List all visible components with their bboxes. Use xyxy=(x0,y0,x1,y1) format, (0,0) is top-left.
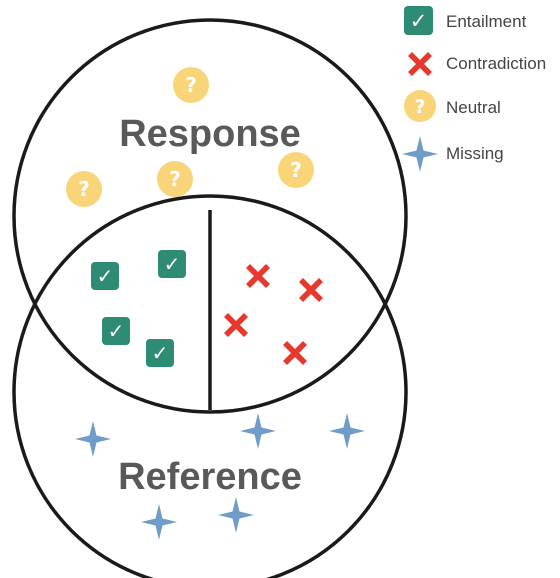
legend-neutral: ? Neutral xyxy=(404,90,501,122)
question-icon xyxy=(404,90,436,122)
contradiction-marker xyxy=(299,278,323,302)
cross-icon xyxy=(408,52,432,76)
neutral-marker: ? xyxy=(157,161,193,197)
reference-label: Reference xyxy=(118,456,302,498)
svg-text:✓: ✓ xyxy=(164,252,181,276)
response-label: Response xyxy=(119,113,301,155)
svg-text:?: ? xyxy=(290,158,302,182)
entailment-marker: ✓ xyxy=(102,317,130,345)
contradiction-marker xyxy=(283,341,307,365)
neutral-marker: ? xyxy=(66,171,102,207)
check-icon xyxy=(404,6,433,35)
missing-marker xyxy=(141,504,177,540)
svg-text:✓: ✓ xyxy=(152,341,169,365)
svg-text:✓: ✓ xyxy=(410,9,428,33)
entailment-marker: ✓ xyxy=(158,250,186,278)
missing-marker xyxy=(240,413,276,449)
svg-text:✓: ✓ xyxy=(108,319,125,343)
contradiction-marker xyxy=(246,264,270,288)
legend-contradiction: Contradiction xyxy=(408,52,546,76)
missing-marker xyxy=(218,497,254,533)
response-circle xyxy=(12,18,408,414)
neutral-marker: ? xyxy=(278,152,314,188)
legend-contradiction-label: Contradiction xyxy=(446,54,546,73)
legend: ✓ Entailment Contradiction ? Neutral Mis… xyxy=(402,6,546,172)
missing-marker xyxy=(329,413,365,449)
legend-entailment: ✓ Entailment xyxy=(404,6,527,35)
entailment-marker: ✓ xyxy=(91,262,119,290)
neutral-marker: ? xyxy=(173,67,209,103)
svg-text:✓: ✓ xyxy=(97,264,114,288)
reference-circle xyxy=(12,194,408,578)
legend-neutral-label: Neutral xyxy=(446,98,501,117)
legend-missing: Missing xyxy=(402,136,504,172)
missing-marker xyxy=(75,421,111,457)
svg-text:?: ? xyxy=(78,177,90,201)
star-icon xyxy=(402,136,438,172)
entailment-marker: ✓ xyxy=(146,339,174,367)
legend-missing-label: Missing xyxy=(446,144,504,163)
svg-text:?: ? xyxy=(185,73,197,97)
legend-entailment-label: Entailment xyxy=(446,12,527,31)
svg-text:?: ? xyxy=(414,96,425,118)
contradiction-marker xyxy=(224,313,248,337)
svg-text:?: ? xyxy=(169,167,181,191)
